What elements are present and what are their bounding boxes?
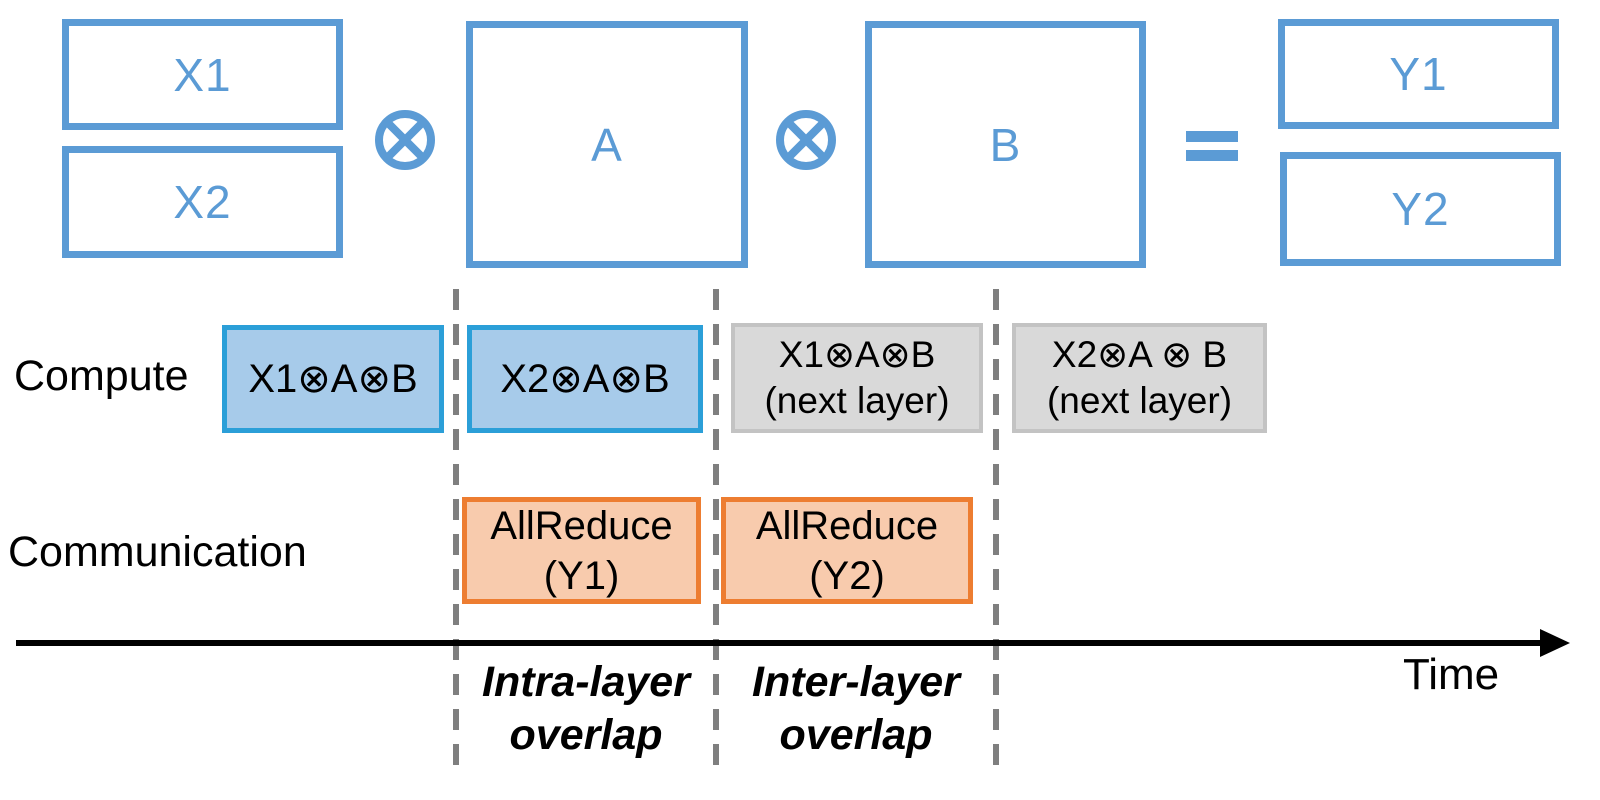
otimes-icon xyxy=(375,110,435,170)
matrix-b-label: B xyxy=(989,118,1022,171)
dashed-divider xyxy=(453,289,459,770)
compute-task-text: X1⊗A⊗B xyxy=(248,357,418,401)
compute-task-text: X1⊗A⊗B xyxy=(778,333,936,375)
compute-task-subtext: (next layer) xyxy=(1046,380,1233,421)
annotation-line2: overlap xyxy=(779,711,933,759)
compute-lane-label: Compute xyxy=(14,352,189,400)
matrix-x2-box: X2 xyxy=(62,146,343,258)
allreduce-subtext: (Y2) xyxy=(809,553,885,598)
matrix-a-label: A xyxy=(591,118,623,171)
time-axis-line xyxy=(16,640,1544,646)
inter-layer-overlap-annotation: Inter-layer overlap xyxy=(726,656,986,762)
equals-top-bar xyxy=(1186,131,1238,142)
matrix-y2-box: Y2 xyxy=(1280,152,1561,266)
allreduce-y2-box: AllReduce (Y2) xyxy=(721,497,973,604)
matrix-b-box: B xyxy=(865,21,1146,268)
matrix-x1-label: X1 xyxy=(173,48,232,101)
annotation-line1: Inter-layer xyxy=(752,658,960,706)
equals-bottom-bar xyxy=(1186,150,1238,161)
allreduce-text: AllReduce xyxy=(755,503,939,548)
communication-lane-label: Communication xyxy=(8,528,307,576)
intra-layer-overlap-annotation: Intra-layer overlap xyxy=(456,656,716,762)
compute-task-x1ab: X1⊗A⊗B xyxy=(222,325,444,433)
annotation-line2: overlap xyxy=(509,711,663,759)
compute-task-text: X2⊗A ⊗ B xyxy=(1051,333,1228,375)
annotation-line1: Intra-layer xyxy=(482,658,690,706)
compute-task-x1ab-next-layer: X1⊗A⊗B (next layer) xyxy=(731,323,983,433)
time-axis-arrowhead-icon xyxy=(1540,629,1570,657)
allreduce-y1-box: AllReduce (Y1) xyxy=(462,497,701,604)
matrix-a-box: A xyxy=(466,21,748,268)
equals-sign xyxy=(1186,131,1238,161)
time-axis-label: Time xyxy=(1403,650,1500,699)
matrix-x1-box: X1 xyxy=(62,19,343,130)
compute-task-subtext: (next layer) xyxy=(764,380,950,421)
dashed-divider xyxy=(713,289,719,770)
matrix-y2-label: Y2 xyxy=(1391,183,1450,235)
compute-task-x2ab: X2⊗A⊗B xyxy=(467,325,703,433)
matrix-y1-box: Y1 xyxy=(1278,19,1559,129)
matrix-x2-label: X2 xyxy=(173,176,232,228)
compute-task-x2ab-next-layer: X2⊗A ⊗ B (next layer) xyxy=(1012,323,1267,433)
dashed-divider xyxy=(993,289,999,770)
allreduce-text: AllReduce xyxy=(490,503,673,548)
allreduce-subtext: (Y1) xyxy=(543,553,620,598)
compute-task-text: X2⊗A⊗B xyxy=(500,357,670,401)
otimes-icon xyxy=(776,110,836,170)
matrix-y1-label: Y1 xyxy=(1389,48,1448,100)
